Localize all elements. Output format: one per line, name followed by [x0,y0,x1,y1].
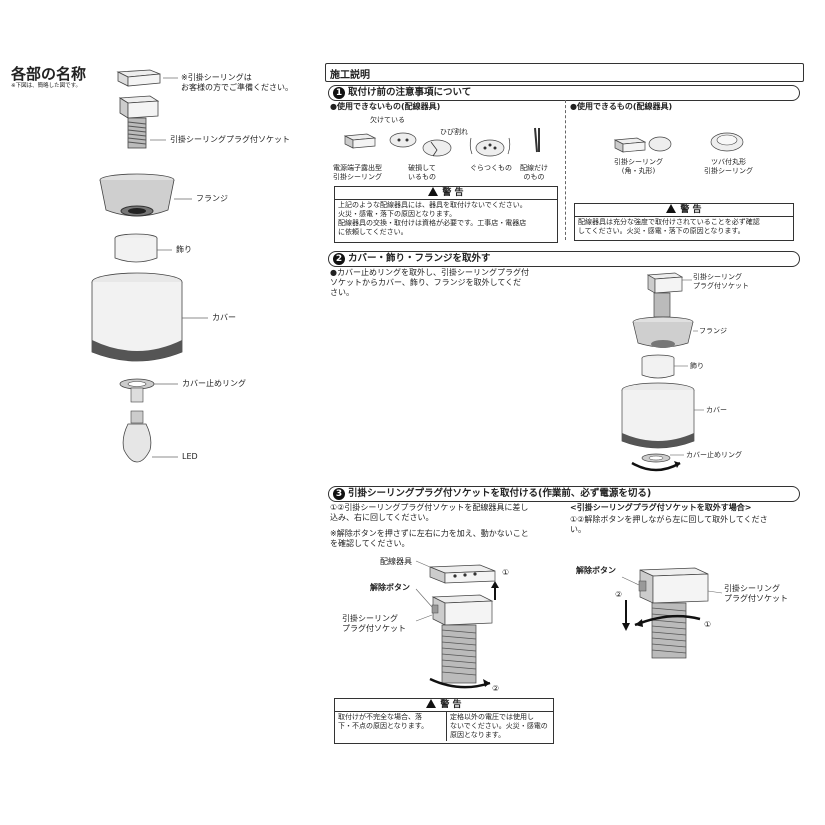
step1-title: 取付け前の注意事項について [348,87,472,98]
part-label-ring: カバー止めリング [182,379,246,388]
unusable-item-wobbly: ぐらつくもの [470,164,512,172]
fig-label-n1b: ① [704,620,712,629]
remove-title: <引掛シーリングプラグ付ソケットを取外す場合> [570,503,752,512]
step3-diagrams [415,560,723,689]
step2-label-cover: カバー [706,406,727,414]
step2-label-decoration: 飾り [690,362,704,370]
flange-illustration [99,173,175,217]
warning-icon [426,699,437,708]
step2-label-socket: 引掛シーリング プラグ付ソケット [693,273,749,290]
instruction-title: 施工説明 [330,70,370,81]
fig-label-fixture: 配線器具 [380,557,412,566]
warning-text-2: 配線器具は充分な強度で取付けされていることを必ず確認 してください。火災・感電・… [578,218,760,235]
step3-number: 3 [333,488,345,500]
warning-box-1: 警 告 上記のような配線器具には、器具を取付けないでください。 火災・感電・落下… [334,186,558,243]
decoration-ring-illustration [114,233,158,263]
unusable-item-wire: 配線だけ のもの [520,164,548,181]
cover-ring-illustration [119,378,155,403]
warning-text-1: 上記のような配線器具には、器具を取付けないでください。 火災・感電・落下の原因と… [338,201,527,236]
step3-text2: ※解除ボタンを押さずに左右に力を加え、動かないこと を確認してください。 [330,529,529,548]
step3-title: 引掛シーリングプラグ付ソケットを取付ける(作業前、必ず電源を切る) [348,488,652,499]
instruction-header: 施工説明 [325,63,804,82]
warning-label: 警 告 [440,700,462,710]
fig-label-n1: ① [502,568,510,577]
ceiling-note: ※引掛シーリングは お客様の方でご準備ください。 [181,73,293,92]
unusable-title: ●使用できないもの(配線器具) [330,102,441,111]
unusable-item-damaged: 破損して いるもの [408,164,436,181]
fig-label-socket: 引掛シーリング プラグ付ソケット [342,614,406,633]
ceiling-fixture-illustration [116,69,161,87]
warning-box-3: 警 告 取付けが不完全な場合、落 下・不点の原因となります。 定格以外の電圧では… [334,698,554,744]
fig-label-n2: ② [492,684,500,693]
step2-title: カバー・飾り・フランジを取外す [348,253,491,264]
fig-label-n2b: ② [615,590,623,599]
step2-number: 2 [333,253,345,265]
warning-text-left: 取付けが不完全な場合、落 下・不点の原因となります。 [335,712,447,741]
step2-diagram [621,272,704,472]
step3-text1: ①②引掛シーリングプラグ付ソケットを配線器具に差し 込み、右に回してください。 [330,503,529,522]
warning-icon [666,204,677,213]
step1-number: 1 [333,87,345,99]
damage-label-chipped: 欠けている [370,116,405,124]
part-label-led: LED [182,452,198,461]
part-label-cover: カバー [212,313,236,322]
part-label-flange: フランジ [196,194,228,203]
led-bulb-illustration [122,410,152,463]
step1-illustrations [343,127,744,157]
usable-item-flanged: ツバ付丸形 引掛シーリング [704,158,753,175]
fig-label-release2: 解除ボタン [576,566,616,575]
usable-title: ●使用できるもの(配線器具) [570,102,673,111]
warning-text-right: 定格以外の電圧では使用し ないでください。火災・感電の 原因となります。 [450,713,548,739]
socket-illustration [118,95,160,149]
cover-illustration [91,272,183,362]
usable-item-square-round: 引掛シーリング (角・丸形) [614,158,663,175]
remove-text: ①②解除ボタンを押しながら左に回して取外してくださ い。 [570,515,768,534]
step1-divider [565,100,566,240]
parts-note: ※下図は、簡略した図です。 [11,83,82,89]
fig-label-socket2: 引掛シーリング プラグ付ソケット [724,584,788,603]
part-label-socket: 引掛シーリングプラグ付ソケット [170,135,290,144]
warning-box-2: 警 告 配線器具は充分な強度で取付けされていることを必ず確認 してください。火災… [574,203,794,241]
damage-label-cracked: ひび割れ [440,128,468,136]
parts-diagram [91,69,208,463]
step2-label-ring: カバー止めリング [686,451,742,459]
step2-text: ●カバー止めリングを取外し、引掛シーリングプラグ付 ソケットからカバー、飾り、フ… [330,268,529,297]
part-label-decoration: 飾り [176,245,192,254]
step2-label-flange: フランジ [699,327,727,335]
warning-label: 警 告 [442,188,464,198]
parts-title: 各部の名称 [11,65,87,83]
fig-label-release: 解除ボタン [370,583,410,592]
warning-label: 警 告 [680,205,702,215]
warning-icon [428,187,439,196]
unusable-item-exposed: 電源端子露出型 引掛シーリング [333,164,382,181]
